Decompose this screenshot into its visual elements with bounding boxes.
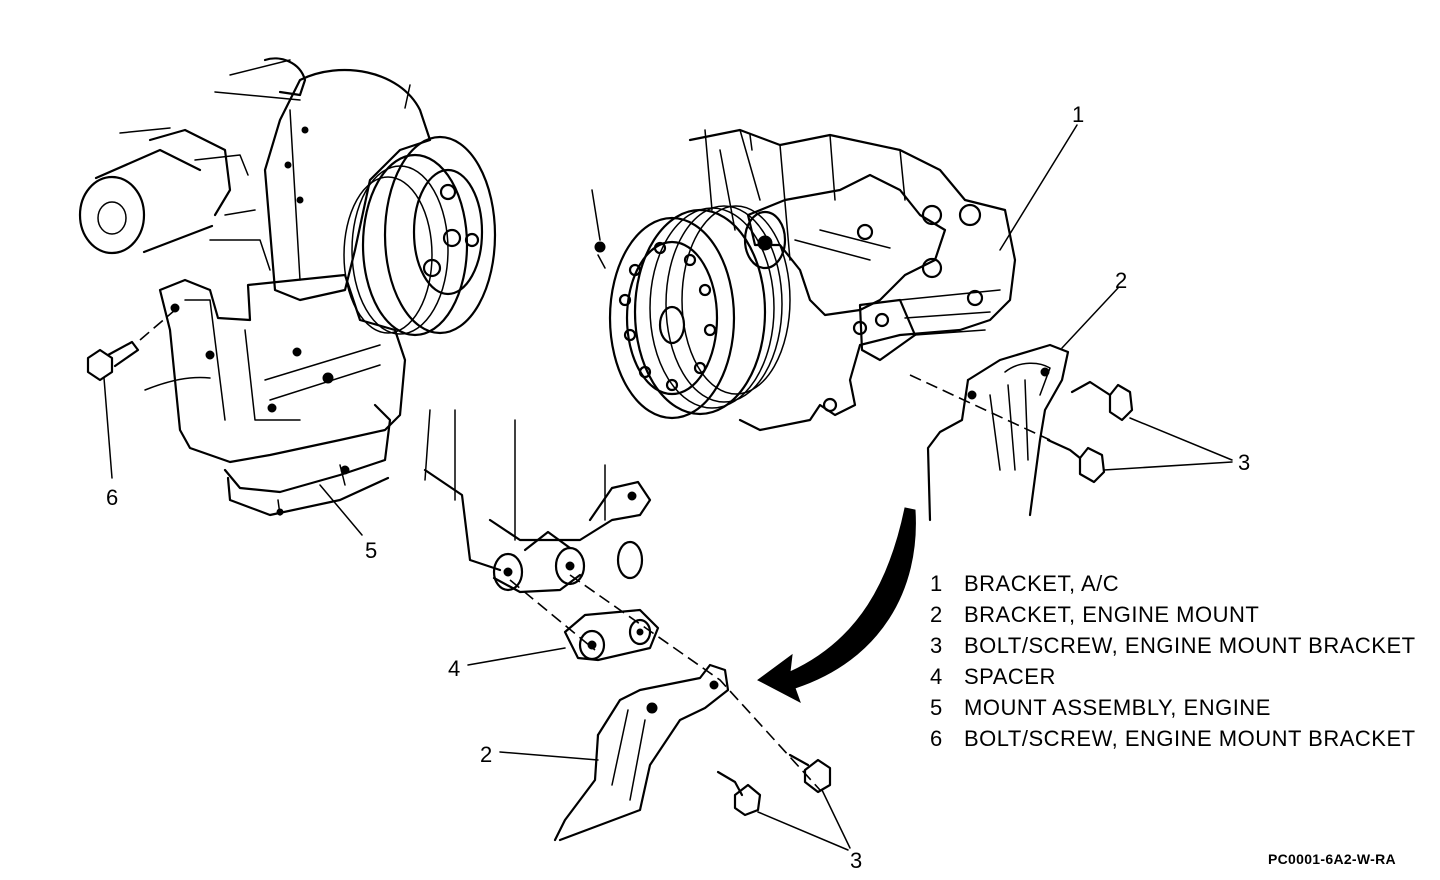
legend-label: BOLT/SCREW, ENGINE MOUNT BRACKET bbox=[964, 726, 1416, 751]
parts-legend: 1 BRACKET, A/C 2 BRACKET, ENGINE MOUNT 3… bbox=[930, 568, 1416, 754]
callout-6: 6 bbox=[106, 485, 118, 510]
figure-id: PC0001-6A2-W-RA bbox=[1268, 851, 1396, 867]
callout-4: 4 bbox=[448, 656, 460, 681]
legend-number: 3 bbox=[930, 633, 943, 658]
callout-5: 5 bbox=[365, 538, 377, 563]
callout-2-bottom: 2 bbox=[480, 742, 492, 767]
legend-row: 1 BRACKET, A/C bbox=[930, 568, 1416, 599]
legend-label: BOLT/SCREW, ENGINE MOUNT BRACKET bbox=[964, 633, 1416, 658]
callout-1: 1 bbox=[1072, 102, 1084, 127]
legend-number: 5 bbox=[930, 695, 943, 720]
legend-row: 2 BRACKET, ENGINE MOUNT bbox=[930, 599, 1416, 630]
right-engine-assembly bbox=[591, 124, 1233, 522]
legend-label: BRACKET, ENGINE MOUNT bbox=[964, 602, 1260, 627]
legend-row: 5 MOUNT ASSEMBLY, ENGINE bbox=[930, 692, 1416, 723]
legend-number: 2 bbox=[930, 602, 943, 627]
legend-label: MOUNT ASSEMBLY, ENGINE bbox=[964, 695, 1271, 720]
legend-row: 6 BOLT/SCREW, ENGINE MOUNT BRACKET bbox=[930, 723, 1416, 754]
left-engine-assembly bbox=[78, 57, 497, 536]
legend-number: 6 bbox=[930, 726, 943, 751]
callout-3-bottom: 3 bbox=[850, 848, 862, 873]
lower-exploded-view bbox=[423, 409, 851, 851]
legend-label: BRACKET, A/C bbox=[964, 571, 1120, 596]
callout-3-top: 3 bbox=[1238, 450, 1250, 475]
callout-2-top: 2 bbox=[1115, 268, 1127, 293]
legend-label: SPACER bbox=[964, 664, 1056, 689]
legend-row: 4 SPACER bbox=[930, 661, 1416, 692]
legend-number: 4 bbox=[930, 664, 943, 689]
legend-row: 3 BOLT/SCREW, ENGINE MOUNT BRACKET bbox=[930, 630, 1416, 661]
legend-number: 1 bbox=[930, 571, 943, 596]
direction-arrow bbox=[757, 507, 916, 704]
